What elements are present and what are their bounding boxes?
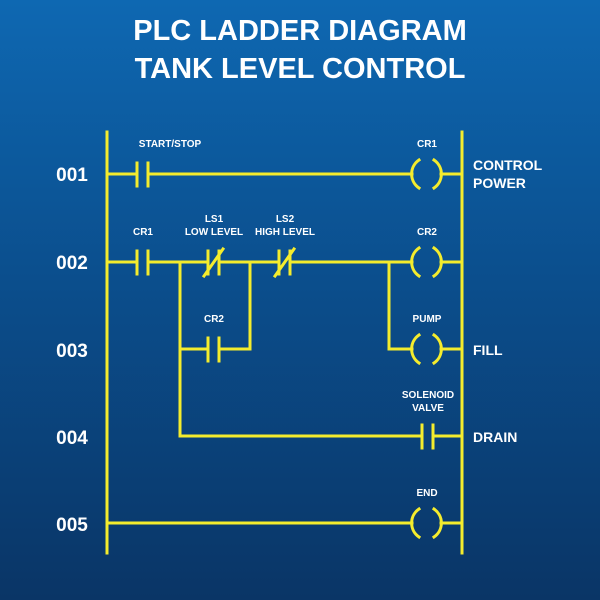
ls1-label-2: LOW LEVEL <box>185 227 243 238</box>
rung-number-005: 005 <box>56 515 88 536</box>
cr2-seal-contact <box>206 336 221 363</box>
rung-003: CR2 PUMP FILL <box>178 260 503 438</box>
fill-label: FILL <box>473 342 503 358</box>
cr1-contact-label: CR1 <box>133 227 153 238</box>
title-line-1: PLC LADDER DIAGRAM <box>133 15 467 47</box>
pump-output-coil <box>410 332 443 366</box>
ls2-label-1: LS2 <box>276 214 295 225</box>
control-power-label-1: CONTROL <box>473 157 543 173</box>
drain-label: DRAIN <box>473 429 517 445</box>
rung-number-004: 004 <box>56 428 88 449</box>
cr2-output-coil <box>410 245 443 279</box>
rung-number-002: 002 <box>56 253 88 274</box>
rung-002: CR1 LS1 LOW LEVEL LS2 HIGH LEVEL CR2 <box>105 214 464 279</box>
solenoid-label-1: SOLENOID <box>402 390 454 401</box>
cr1-contact <box>135 249 150 276</box>
rung-number-001: 001 <box>56 165 88 186</box>
cr2-seal-label: CR2 <box>204 314 224 325</box>
start-stop-contact <box>135 161 150 188</box>
cr2-coil-label: CR2 <box>417 227 437 238</box>
rung-004: SOLENOID VALVE DRAIN <box>178 390 517 450</box>
rung-001: START/STOP CR1 CONTROL POWER <box>105 139 543 191</box>
start-stop-label: START/STOP <box>139 139 202 150</box>
solenoid-valve-contact <box>420 423 435 450</box>
ls1-label-1: LS1 <box>205 214 224 225</box>
rung-005: END <box>105 488 464 540</box>
cr1-output-coil <box>410 157 443 191</box>
end-coil-label: END <box>416 488 437 499</box>
title-line-2: TANK LEVEL CONTROL <box>135 53 466 85</box>
solenoid-label-2: VALVE <box>412 403 444 414</box>
ls2-label-2: HIGH LEVEL <box>255 227 315 238</box>
pump-coil-label: PUMP <box>413 314 442 325</box>
end-coil <box>410 506 443 540</box>
cr1-coil-label: CR1 <box>417 139 437 150</box>
control-power-label-2: POWER <box>473 175 526 191</box>
rung-number-003: 003 <box>56 341 88 362</box>
